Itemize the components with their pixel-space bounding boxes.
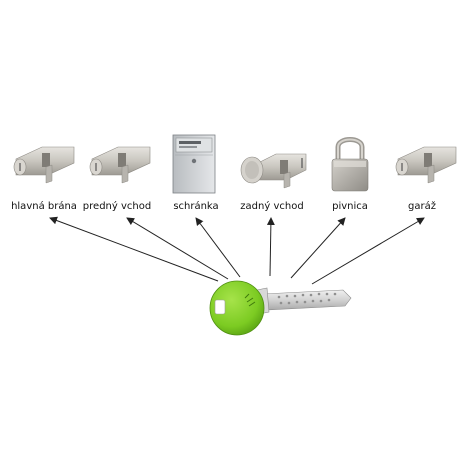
label-schranka: schránka <box>173 201 219 212</box>
label-predny-vchod: predný vchod <box>82 201 152 212</box>
label-hlavna-brana: hlavná brána <box>11 201 77 212</box>
arrow-pivnica <box>290 217 346 279</box>
label-pivnica: pivnica <box>332 201 368 212</box>
arrow-schranka <box>195 217 241 278</box>
arrow-hlavna-brana <box>49 216 219 282</box>
euro-cylinder-icon <box>395 146 457 184</box>
thumbturn-cylinder-icon <box>240 153 307 189</box>
master-key-icon <box>209 280 352 336</box>
label-garaz: garáž <box>408 201 436 212</box>
arrow-garaz <box>311 217 425 285</box>
arrow-predny-vchod <box>126 217 229 280</box>
padlock-icon <box>331 137 369 192</box>
mailbox-icon <box>172 134 216 194</box>
arrow-zadny-vchod <box>266 217 275 277</box>
euro-cylinder-icon <box>13 146 75 184</box>
label-zadny-vchod: zadný vchod <box>240 201 304 212</box>
euro-cylinder-icon <box>89 146 151 184</box>
